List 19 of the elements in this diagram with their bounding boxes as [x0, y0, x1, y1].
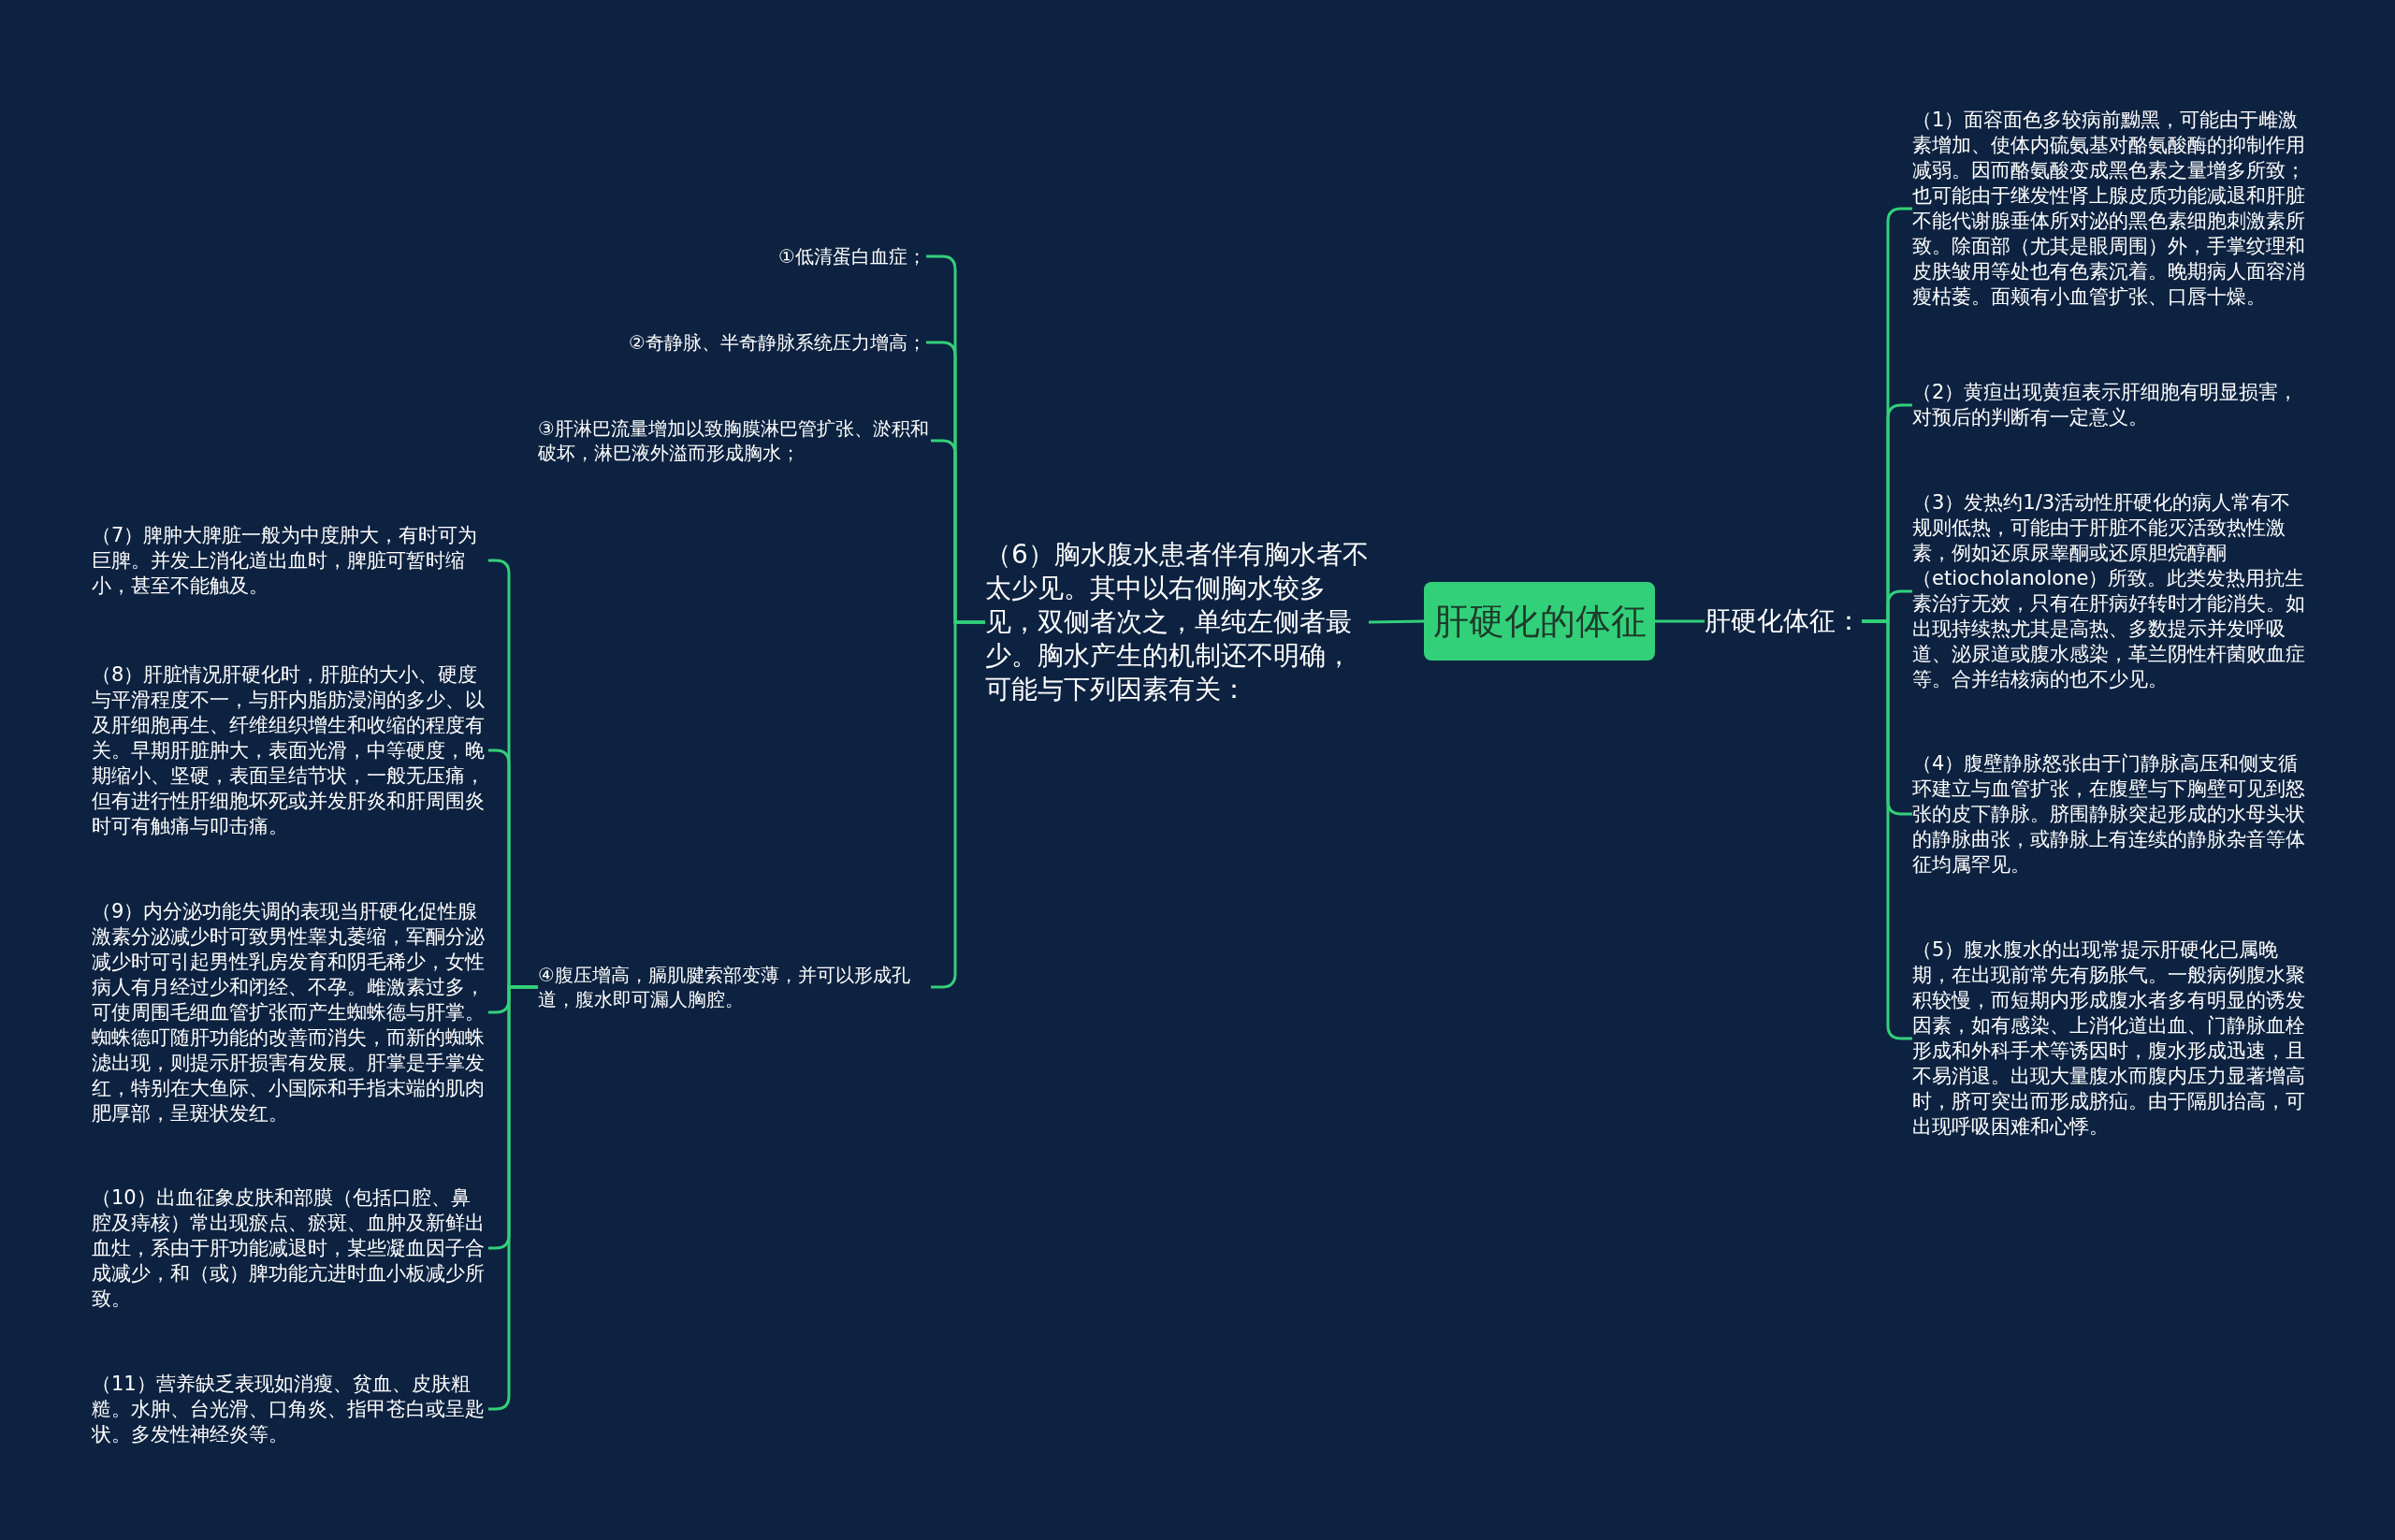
branch-text: （4）腹壁静脉怒张由于门静脉高压和侧支循环建立与血管扩张，在腹壁与下胸壁可见到怒张的皮下静脉。脐围静脉突起形成的水母头状的静脉曲张，或静脉上有连续的静脉杂音等体征均属罕见。: [1912, 750, 2309, 878]
branch-text: ①低清蛋白血症；: [778, 244, 926, 269]
topic-box: 肝硬化的体征: [1424, 582, 1655, 661]
branch-text: （1）面容面色多较病前黝黑，可能由于雌激素增加、使体内硫氨基对酪氨酸酶的抑制作用减弱。因而酪氨酸变成黑色素之量增多所致；也可能由于继发性肾上腺皮质功能减退和肝脏不能代谢腺垂体所对泌的黑色素细胞刺激素所致。除面部（尤其是眼周围）外，手掌纹理和皮肤皱用等处也有色素沉着。晚期病人面容消瘦枯萎。面颊有小血管扩张、口唇十燥。: [1912, 108, 2309, 310]
connector-line: [1655, 619, 1705, 623]
branch-text: （3）发热约1/3活动性肝硬化的病人常有不规则低热，可能由于肝脏不能灭活致热性激素，例如还原尿睾酮或还原胆烷醇酮（etiocholanolone）所致。此类发热用抗生素治疗无效，只有在肝病好转时才能消失。如出现持续热尤其是高热、多数提示并发呼吸道、泌尿道或腹水感染，革兰阴性杆菌败血症等。合并结核病的也不少见。: [1912, 490, 2309, 692]
branch-text: （10）出血征象皮肤和部膜（包括口腔、鼻腔及痔核）常出现瘀点、瘀斑、血肿及新鲜出血灶，系由于肝功能减退时，某些凝血因子合成减少，和（或）脾功能亢进时血小板减少所致。: [92, 1184, 488, 1312]
branch-text: （2）黄疸出现黄疸表示肝细胞有明显损害，对预后的判断有一定意义。: [1912, 380, 2309, 430]
branch-text: （11）营养缺乏表现如消瘦、贫血、皮肤粗糙。水肿、台光滑、口角炎、指甲苍白或呈匙状。多发性神经炎等。: [92, 1371, 488, 1447]
branch-text: 肝硬化体征：: [1705, 604, 1862, 638]
branch-text: （7）脾肿大脾脏一般为中度肿大，有时可为巨脾。并发上消化道出血时，脾脏可暂时缩小，甚至不能触及。: [92, 522, 488, 599]
branch-text: （5）腹水腹水的出现常提示肝硬化已属晚期，在出现前常先有肠胀气。一般病例腹水聚积较慢，而短期内形成腹水者多有明显的诱发因素，如有感染、上消化道出血、门静脉血栓形成和外科手术等诱因时，腹水形成迅速，且不易消退。出现大量腹水而腹内压力显著增高时，脐可突出而形成脐疝。由于隔肌抬高，可出现呼吸困难和心悸。: [1912, 937, 2309, 1140]
branch-text: （8）肝脏情况肝硬化时，肝脏的大小、硬度与平滑程度不一，与肝内脂肪浸润的多少、以及肝细胞再生、纤维组织增生和收缩的程度有关。早期肝脏肿大，表面光滑，中等硬度，晚期缩小、坚硬，表面呈结节状，一般无压痛，但有进行性肝细胞坏死或并发肝炎和肝周围炎时可有触痛与叩击痛。: [92, 661, 488, 839]
branch-text: ②奇静脉、半奇静脉系统压力增高；: [629, 330, 926, 355]
branch-text: ③肝淋巴流量增加以致胸膜淋巴管扩张、淤积和破坏，淋巴液外溢而形成胸水；: [538, 416, 931, 465]
connector-line: [1368, 619, 1425, 624]
branch-text: （9）内分泌功能失调的表现当肝硬化促性腺激素分泌减少时可致男性睾丸萎缩，军酮分泌减少时可引起男性乳房发育和阴毛稀少，女性病人有月经过少和闭经、不孕。雌激素过多，可使周围毛细血管扩张而产生蜘蛛德与肝掌。蜘蛛德叮随肝功能的改善而消失，而新的蜘蛛滤出现，则提示肝损害有发展。肝掌是手掌发红，特别在大鱼际、小国际和手指末端的肌肉肥厚部，呈斑状发红。: [92, 898, 488, 1126]
branch-text: （6）胸水腹水患者伴有胸水者不太少见。其中以右侧胸水较多见，双侧者次之，单纯左侧者最少。胸水产生的机制还不明确，可能与下列因素有关：: [985, 538, 1369, 706]
branch-text: ④腹压增高，膈肌腱索部变薄，并可以形成孔道，腹水即可漏人胸腔。: [538, 963, 931, 1011]
